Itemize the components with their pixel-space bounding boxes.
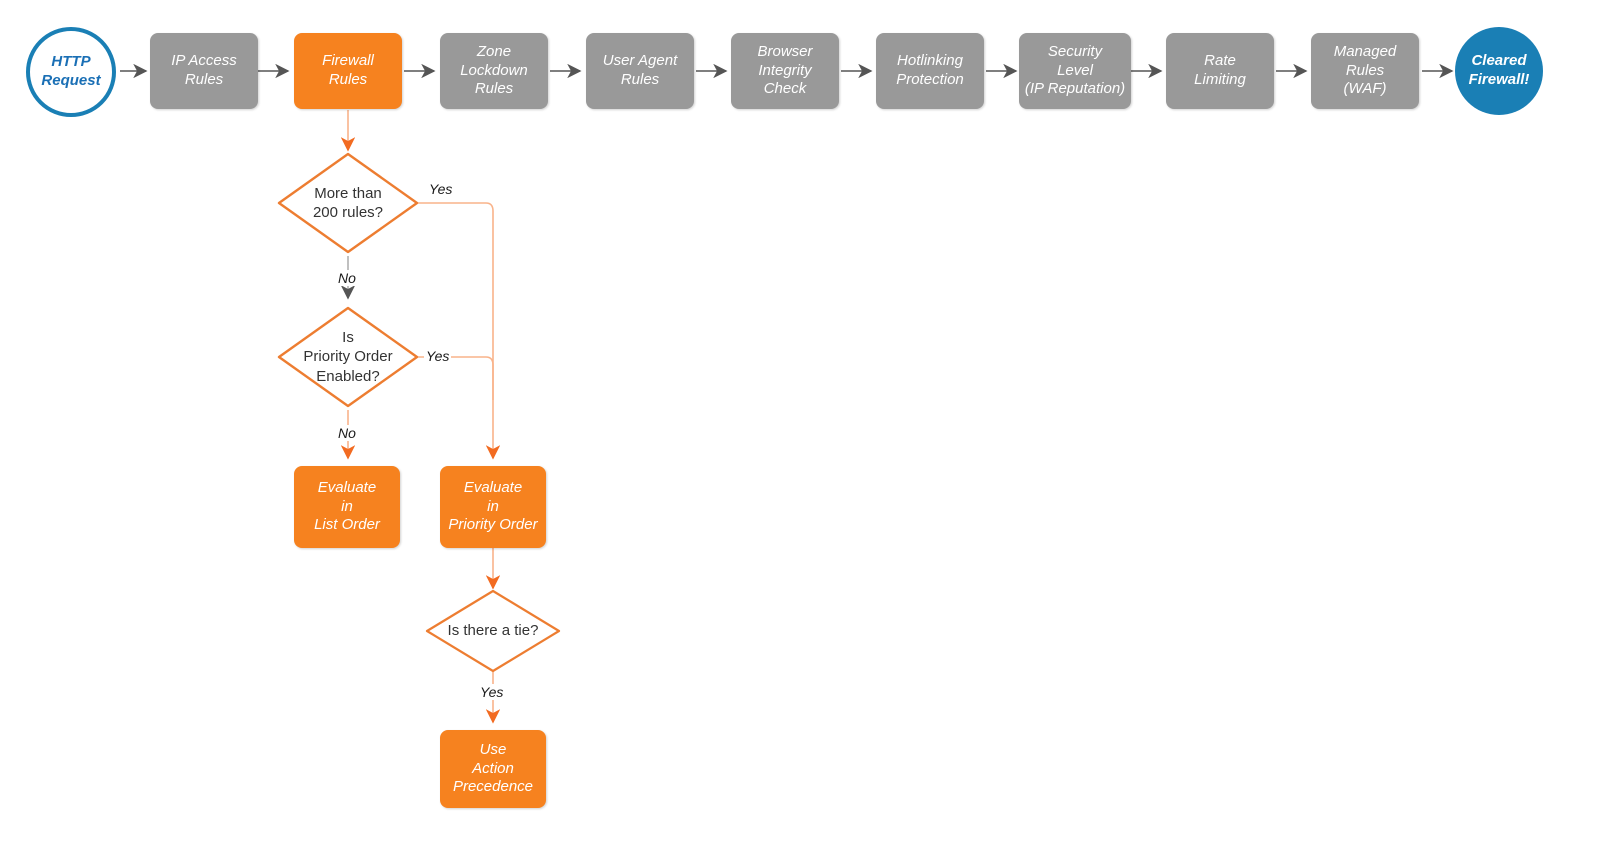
node-rate-limiting[interactable]: Rate Limiting [1166, 33, 1274, 109]
node-user-agent-rules[interactable]: User Agent Rules [586, 33, 694, 109]
node-firewall-rules[interactable]: Firewall Rules [294, 33, 402, 109]
decision-label-more-than-200-rules: More than 200 rules? [312, 184, 384, 222]
decision-is-priority-order-enabled[interactable]: Is Priority Order Enabled? [276, 305, 420, 409]
decision-label-is-there-a-tie: Is there a tie? [447, 622, 539, 640]
node-managed-rules-waf[interactable]: Managed Rules (WAF) [1311, 33, 1419, 109]
decision-label-is-priority-order-enabled: Is Priority Order Enabled? [303, 328, 393, 385]
node-evaluate-in-priority-order[interactable]: Evaluate in Priority Order [440, 466, 546, 548]
node-ip-access-rules[interactable]: IP Access Rules [150, 33, 258, 109]
node-zone-lockdown-rules[interactable]: Zone Lockdown Rules [440, 33, 548, 109]
node-evaluate-in-list-order[interactable]: Evaluate in List Order [294, 466, 400, 548]
diamond-shape-is-there-a-tie [425, 589, 561, 673]
decision-more-than-200-rules[interactable]: More than 200 rules? [276, 151, 420, 255]
node-security-level[interactable]: Security Level (IP Reputation) [1019, 33, 1131, 109]
edge-label-more-than-200-no: No [336, 270, 358, 286]
decision-is-there-a-tie[interactable]: Is there a tie? [424, 588, 562, 674]
diamond-shape-is-priority-order-enabled [277, 306, 419, 408]
node-http-request[interactable]: HTTP Request [26, 27, 116, 117]
node-hotlinking-protection[interactable]: Hotlinking Protection [876, 33, 984, 109]
edge-label-priority-order-no: No [336, 425, 358, 441]
node-cleared-firewall[interactable]: Cleared Firewall! [1455, 27, 1543, 115]
edge-label-priority-order-yes: Yes [424, 348, 452, 364]
diamond-shape-more-than-200-rules [277, 152, 419, 254]
node-browser-integrity-check[interactable]: Browser Integrity Check [731, 33, 839, 109]
edge-label-more-than-200-yes: Yes [427, 181, 455, 197]
node-use-action-precedence[interactable]: Use Action Precedence [440, 730, 546, 808]
edge-label-tie-yes: Yes [478, 684, 506, 700]
